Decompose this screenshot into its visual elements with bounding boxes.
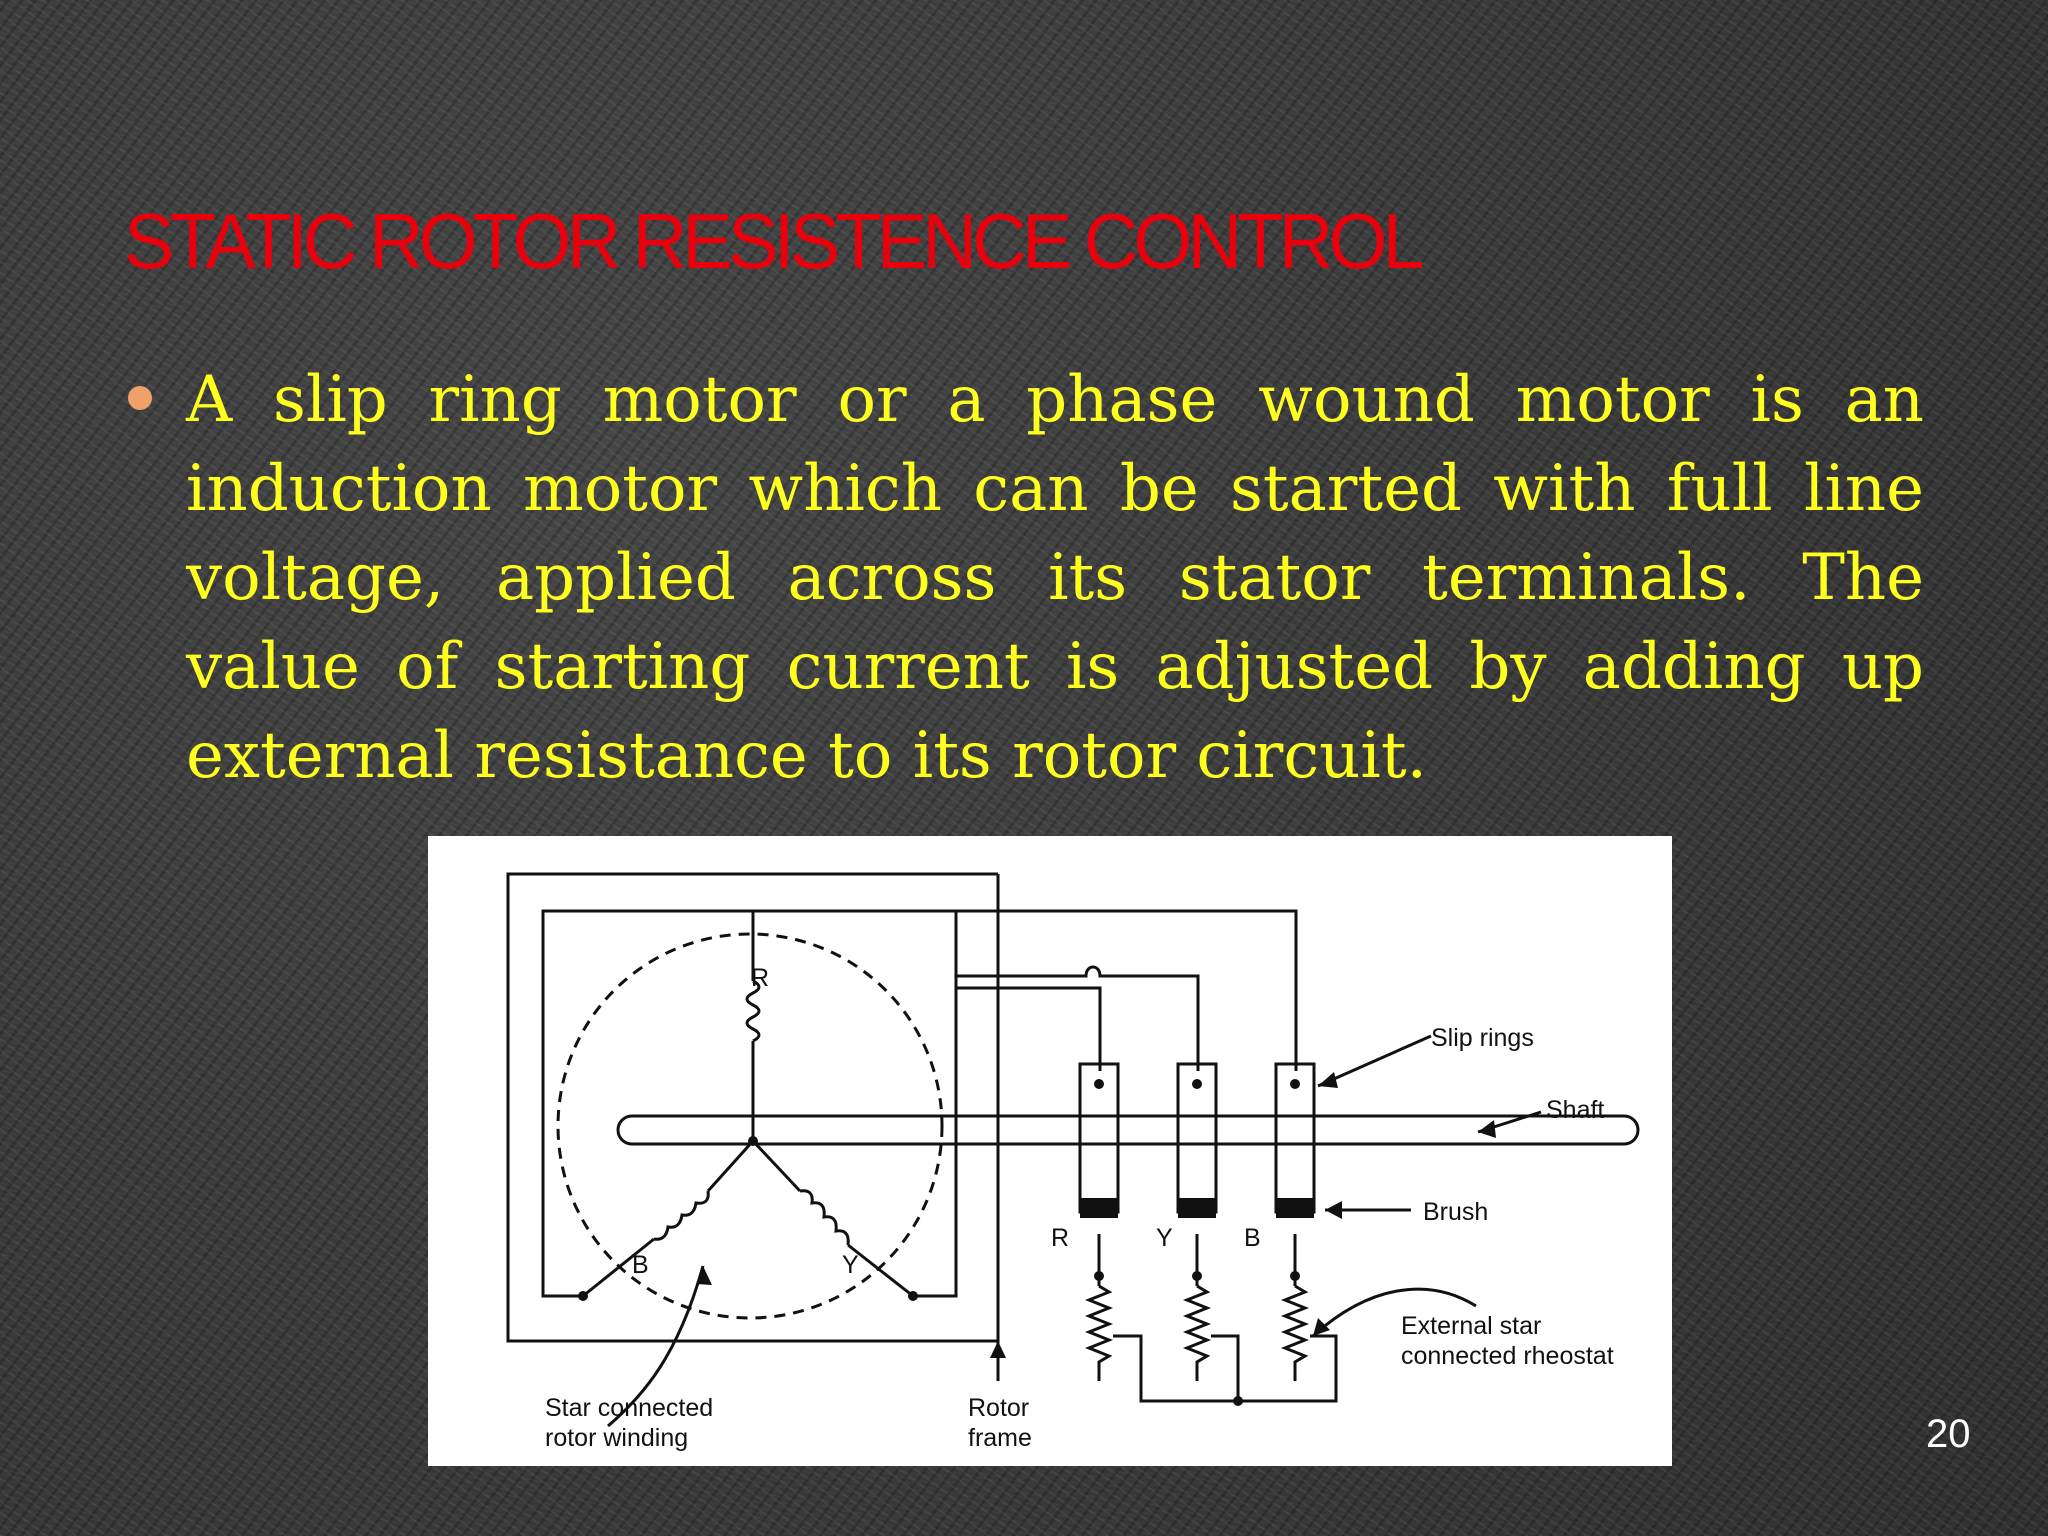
shaft [616, 1114, 1640, 1146]
lead-b-out [582, 1237, 655, 1298]
label-external-line2: connected rheostat [1401, 1342, 1614, 1370]
node-r-rheostat [1094, 1271, 1104, 1281]
lead-y [751, 1139, 802, 1193]
coil-b [653, 1190, 710, 1241]
ring-terminal-2 [1192, 1079, 1202, 1089]
bullet-item: A slip ring motor or a phase wound motor… [124, 356, 1924, 801]
coil-r [745, 979, 761, 1043]
rotor-circle [556, 932, 944, 1320]
label-star-line1: Star connected [545, 1394, 713, 1422]
callout-slip-rings [1317, 1034, 1432, 1088]
node-y-rheostat [1192, 1271, 1202, 1281]
label-slip-rings: Slip rings [1431, 1024, 1534, 1052]
ring-terminal-1 [1094, 1079, 1104, 1089]
star-connection-2 [1211, 1334, 1240, 1401]
star-connection-1 [1113, 1334, 1338, 1403]
label-rheostat-y: Y [1156, 1224, 1173, 1252]
brush-2 [1178, 1198, 1216, 1218]
bullet-dot-icon [128, 386, 152, 410]
brush-3 [1276, 1198, 1314, 1218]
arrow-star [696, 1266, 712, 1285]
ring-terminal-3 [1290, 1079, 1300, 1089]
node-y [908, 1291, 918, 1301]
callout-star [607, 1265, 705, 1428]
wire-b [541, 909, 998, 1298]
star-point [748, 1136, 758, 1146]
node-star-rheostat [1233, 1396, 1243, 1406]
label-rotor-line1: Rotor [968, 1394, 1029, 1422]
node-b-rheostat [1290, 1271, 1300, 1281]
wire-y-side [913, 911, 958, 1298]
rheostat-1 [1084, 1284, 1114, 1381]
label-rotor-line2: frame [968, 1424, 1032, 1452]
label-winding-y: Y [842, 1251, 859, 1279]
page-number: 20 [1926, 1412, 1971, 1456]
label-external-line1: External star [1401, 1312, 1541, 1340]
arrow-slip-rings [1318, 1072, 1338, 1088]
label-winding-b: B [632, 1251, 649, 1279]
wire-ring1 [956, 986, 1102, 1071]
label-winding-r: R [751, 964, 769, 992]
node-b [578, 1291, 588, 1301]
brush-1 [1080, 1198, 1118, 1218]
label-shaft: Shaft [1546, 1096, 1604, 1124]
callout-rheostat [1311, 1287, 1477, 1338]
label-star-line2: rotor winding [545, 1424, 688, 1452]
lead-y-out [847, 1243, 914, 1298]
wire-ring2 [956, 965, 1200, 1071]
label-rheostat-b: B [1244, 1224, 1261, 1252]
slide-title: STATIC ROTOR RESISTENCE CONTROL [124, 197, 1425, 285]
arrow-rheostat [1313, 1318, 1330, 1336]
arrow-rotor-frame [990, 1341, 1006, 1358]
coil-y [799, 1189, 850, 1246]
bullet-text: A slip ring motor or a phase wound motor… [186, 363, 1924, 793]
label-rheostat-r: R [1051, 1224, 1069, 1252]
arrow-shaft [1478, 1120, 1496, 1138]
lead-b [706, 1139, 755, 1193]
circuit-diagram: R B Y R Y B Slip rings Shaft Brush Exter… [506, 872, 1640, 1452]
arrow-brush [1325, 1201, 1342, 1219]
rheostat-3 [1280, 1284, 1310, 1381]
rheostat-2 [1182, 1284, 1212, 1381]
slip-ring-motor-diagram: R B Y R Y B Slip rings Shaft Brush Exter… [428, 836, 1672, 1466]
outer-wire [506, 872, 998, 1343]
label-brush: Brush [1423, 1198, 1488, 1226]
wire-r-to-ring [751, 909, 1298, 1071]
